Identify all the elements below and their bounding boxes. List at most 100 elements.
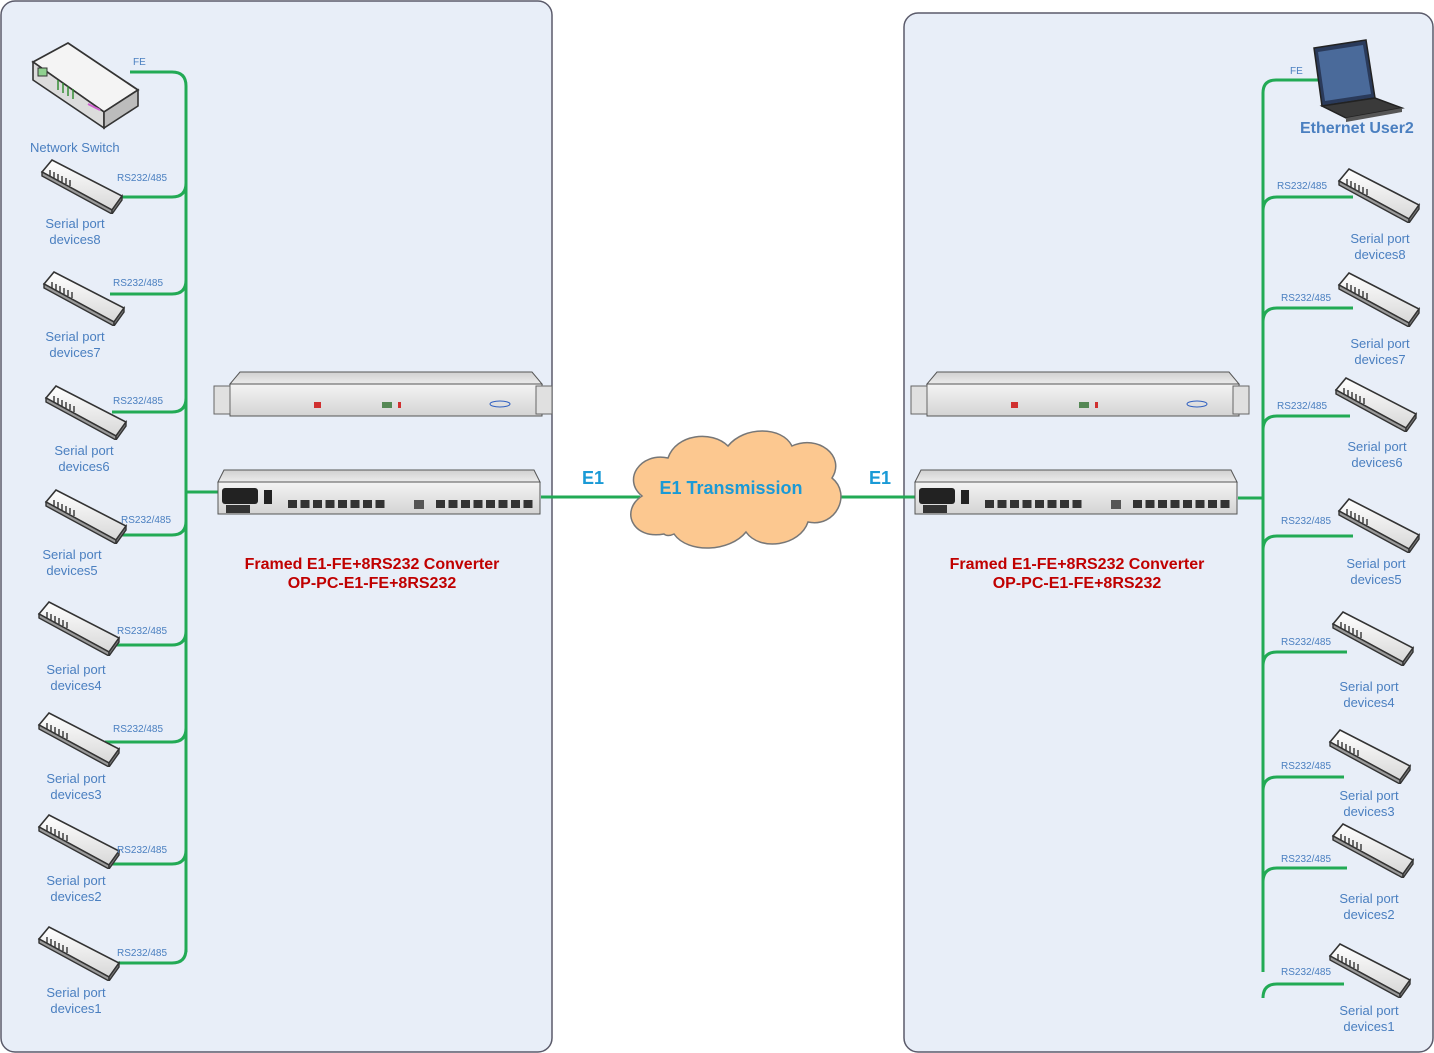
device-port-label: RS232/485: [113, 396, 163, 407]
device-port-label: RS232/485: [1281, 967, 1331, 978]
device-label-line1: Serial port: [1347, 439, 1407, 454]
device-port-label: RS232/485: [1277, 401, 1327, 412]
user-fe-line: [1261, 78, 1318, 94]
device-label-line1: Serial port: [46, 873, 106, 888]
right-converter-device: [910, 371, 1250, 515]
left-converter-title: Framed E1-FE+8RS232 Converter: [245, 556, 500, 573]
device-label-line2: devices6: [1351, 455, 1402, 470]
converters: [213, 371, 1250, 515]
device-branch-line: [112, 397, 188, 414]
device-port-label: RS232/485: [117, 948, 167, 959]
device-label-line2: devices3: [50, 787, 101, 802]
device-port-label: RS232/485: [1281, 516, 1331, 527]
device-label-line1: Serial port: [1339, 679, 1399, 694]
device-port-label: RS232/485: [117, 845, 167, 856]
device-label-line1: Serial port: [45, 216, 105, 231]
ethernet-user-label: Ethernet User2: [1300, 120, 1414, 137]
device-label-line1: Serial port: [46, 771, 106, 786]
device-label-line1: Serial port: [54, 443, 114, 458]
device-port-label: RS232/485: [113, 724, 163, 735]
switch-fe-line: [130, 70, 188, 97]
device-port-label: RS232/485: [1281, 637, 1331, 648]
device-port-label: RS232/485: [121, 515, 171, 526]
right-e1-label: E1: [869, 468, 891, 488]
device-port-label: RS232/485: [1281, 761, 1331, 772]
device-port-label: RS232/485: [117, 173, 167, 184]
right-converter-model: OP-PC-E1-FE+8RS232: [993, 575, 1162, 592]
left-converter-device: [213, 371, 553, 515]
device-branch-line: [110, 279, 188, 296]
device-label-line2: devices5: [46, 563, 97, 578]
device-branch-line: [1261, 650, 1347, 667]
device-label-line1: Serial port: [46, 985, 106, 1000]
cloud-label: E1 Transmission: [659, 478, 802, 498]
device-port-label: RS232/485: [117, 626, 167, 637]
left-converter-model: OP-PC-E1-FE+8RS232: [288, 575, 457, 592]
device-branch-line: [1261, 982, 1344, 999]
device-label-line2: devices6: [58, 459, 109, 474]
device-label-line2: devices7: [1354, 352, 1405, 367]
device-label-line2: devices4: [50, 678, 101, 693]
device-label-line1: Serial port: [1339, 788, 1399, 803]
device-branch-line: [1261, 866, 1347, 883]
left-e1-label: E1: [582, 468, 604, 488]
device-port-label: RS232/485: [1281, 293, 1331, 304]
device-label-line2: devices4: [1343, 695, 1394, 710]
device-branch-line: [105, 630, 188, 647]
device-label-line2: devices2: [50, 889, 101, 904]
device-branch-line: [105, 948, 188, 965]
device-port-label: RS232/485: [113, 278, 163, 289]
device-label-line2: devices8: [49, 232, 100, 247]
device-label-line1: Serial port: [45, 329, 105, 344]
device-label-line1: Serial port: [1346, 556, 1406, 571]
network-switch-label: Network Switch: [30, 140, 120, 155]
device-label-line1: Serial port: [1339, 891, 1399, 906]
right-converter-title: Framed E1-FE+8RS232 Converter: [950, 556, 1205, 573]
network-switch-icon: [31, 41, 140, 130]
right-site-panel: [903, 12, 1434, 1053]
device-branch-line: [105, 849, 188, 866]
device-label-line1: Serial port: [1350, 231, 1410, 246]
device-label-line1: Serial port: [1350, 336, 1410, 351]
device-branch-line: [1261, 534, 1353, 551]
device-label-line2: devices5: [1350, 572, 1401, 587]
laptop-icon: [1313, 39, 1405, 122]
device-label-line1: Serial port: [1339, 1003, 1399, 1018]
device-branch-line: [112, 520, 188, 537]
device-branch-line: [1261, 775, 1344, 792]
device-branch-line: [108, 182, 188, 199]
device-label-line2: devices8: [1354, 247, 1405, 262]
device-branch-line: [105, 727, 188, 744]
device-port-label: RS232/485: [1281, 854, 1331, 865]
user-fe-port-label: FE: [1290, 66, 1303, 77]
device-label-line2: devices1: [1343, 1019, 1394, 1034]
device-label-line2: devices3: [1343, 804, 1394, 819]
switch-fe-port-label: FE: [133, 57, 146, 68]
device-label-line1: Serial port: [46, 662, 106, 677]
device-label-line2: devices2: [1343, 907, 1394, 922]
device-label-line2: devices1: [50, 1001, 101, 1016]
device-port-label: RS232/485: [1277, 181, 1327, 192]
device-label-line1: Serial port: [42, 547, 102, 562]
device-branch-line: [1261, 414, 1350, 431]
device-branch-line: [1261, 306, 1353, 323]
device-label-line2: devices7: [49, 345, 100, 360]
